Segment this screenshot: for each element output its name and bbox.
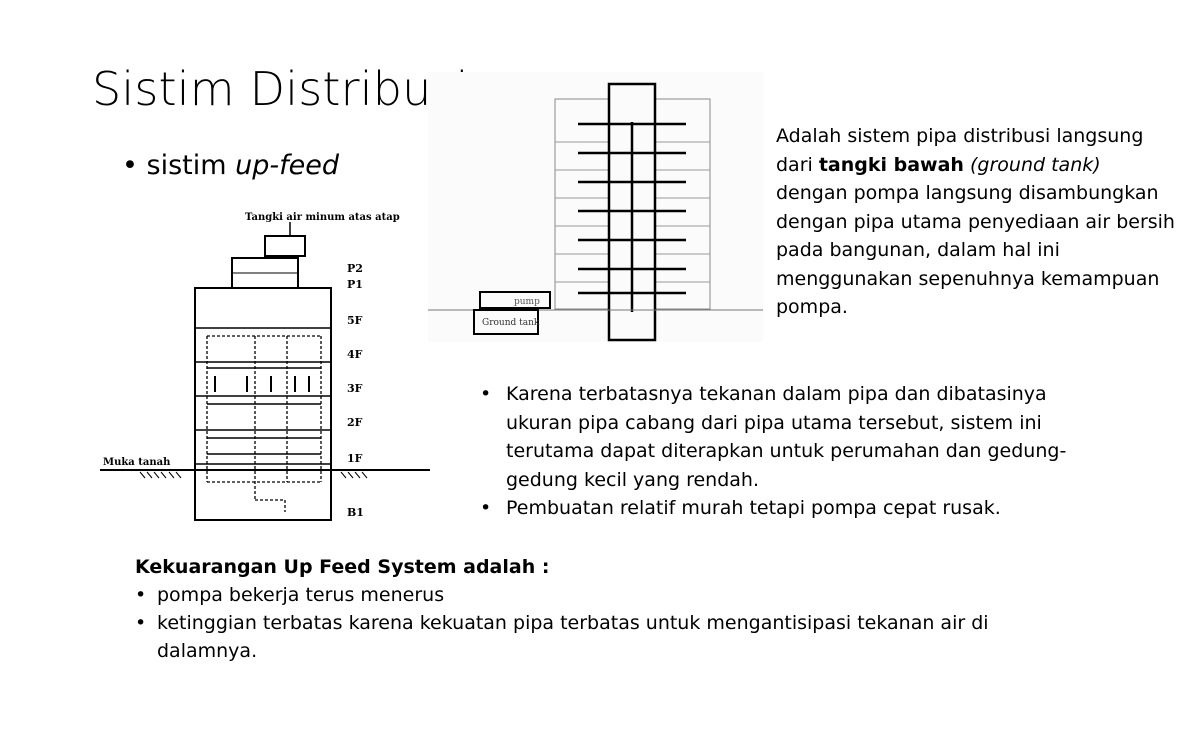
subtitle: • sistim up-feed bbox=[122, 150, 339, 181]
floor-label-1f: 1F bbox=[347, 452, 363, 465]
subtitle-emphasis: up-feed bbox=[235, 150, 339, 181]
floor-label-2f: 2F bbox=[347, 416, 363, 429]
shortcomings-section: Kekuarangan Up Feed System adalah : pomp… bbox=[135, 553, 1035, 665]
floor-label-3f: 3F bbox=[347, 382, 363, 395]
slide-title: Sistim Distribusi bbox=[92, 62, 469, 116]
shortcoming-item: ketinggian terbatas karena kekuatan pipa… bbox=[135, 609, 1035, 665]
floor-label-p2: P2 bbox=[347, 262, 363, 275]
floor-label-5f: 5F bbox=[347, 314, 363, 327]
ground-level-label: Muka tanah bbox=[103, 457, 171, 468]
rooftop-tank bbox=[264, 235, 306, 257]
rooftop-tank-label: Tangki air minum atas atap bbox=[245, 212, 400, 223]
floor-label-p1: P1 bbox=[347, 278, 363, 291]
upfeed-building-diagram: Tangki air minum atas atap P2 P1 5F bbox=[100, 212, 430, 521]
subtitle-bullet: • bbox=[122, 150, 147, 181]
ground-tank-label: Ground tank bbox=[482, 318, 540, 328]
ground-tank-box bbox=[473, 309, 539, 335]
description-part1: Adalah sistem pipa distribusi langsung d… bbox=[776, 125, 1144, 176]
description-italic: (ground tank) bbox=[963, 153, 1101, 176]
shortcoming-item: pompa bekerja terus menerus bbox=[135, 581, 1035, 609]
pump-box bbox=[479, 291, 551, 309]
ground-tank-pump-diagram: pump Ground tank bbox=[428, 72, 763, 342]
description-part2: dengan pompa langsung disambungkan denga… bbox=[776, 182, 1175, 318]
subtitle-prefix: sistim bbox=[146, 150, 236, 181]
floor-label-4f: 4F bbox=[347, 348, 363, 361]
description-paragraph: Adalah sistem pipa distribusi langsung d… bbox=[776, 122, 1176, 322]
shortcomings-heading: Kekuarangan Up Feed System adalah : bbox=[135, 556, 550, 578]
bullet-list: Karena terbatasnya tekanan dalam pipa da… bbox=[478, 380, 1118, 523]
bullet-item: Karena terbatasnya tekanan dalam pipa da… bbox=[478, 380, 1118, 494]
building-outline bbox=[194, 287, 332, 521]
shortcomings-list: pompa bekerja terus menerus ketinggian t… bbox=[135, 581, 1035, 665]
bullet-item: Pembuatan relatif murah tetapi pompa cep… bbox=[478, 494, 1118, 523]
floor-label-b1: B1 bbox=[347, 506, 364, 519]
pump-label: pump bbox=[514, 297, 540, 307]
description-bold: tangki bawah bbox=[818, 153, 964, 176]
